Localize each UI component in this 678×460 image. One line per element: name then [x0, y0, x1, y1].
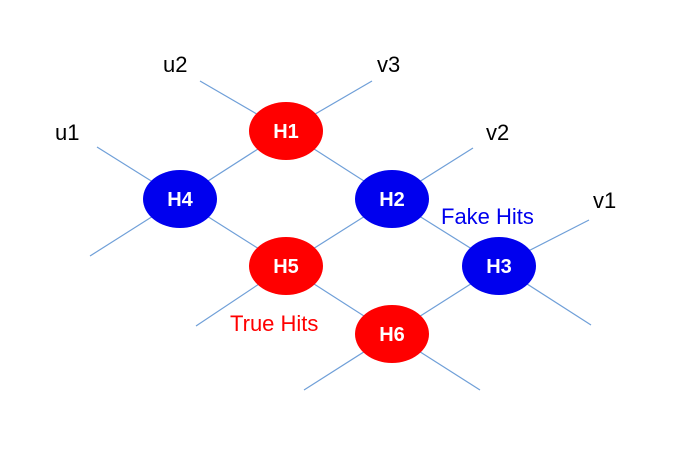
node-h6-shape [355, 305, 429, 363]
end-label-u2: u2 [163, 52, 187, 77]
node-h5: H5 [249, 237, 323, 295]
end-label-v3: v3 [377, 52, 400, 77]
end-label-v2: v2 [486, 120, 509, 145]
node-h2-label: H2 [379, 189, 405, 211]
node-h3-label: H3 [486, 256, 512, 278]
end-label-u1: u1 [55, 120, 79, 145]
node-h1-shape [249, 102, 323, 160]
node-h2-shape [355, 170, 429, 228]
node-h4-shape [143, 170, 217, 228]
node-h6: H6 [355, 305, 429, 363]
node-h2: H2 [355, 170, 429, 228]
legend-true-hits: True Hits [230, 311, 318, 336]
node-h3: H3 [462, 237, 536, 295]
track-stubs [89, 80, 592, 391]
node-h1-label: H1 [273, 121, 299, 143]
node-h6-label: H6 [379, 324, 405, 346]
node-h5-shape [249, 237, 323, 295]
node-h4: H4 [143, 170, 217, 228]
node-h5-label: H5 [273, 256, 299, 278]
node-h1: H1 [249, 102, 323, 160]
node-h4-label: H4 [167, 189, 193, 211]
legend-fake-hits: Fake Hits [441, 204, 534, 229]
end-label-v1: v1 [593, 188, 616, 213]
node-h3-shape [462, 237, 536, 295]
